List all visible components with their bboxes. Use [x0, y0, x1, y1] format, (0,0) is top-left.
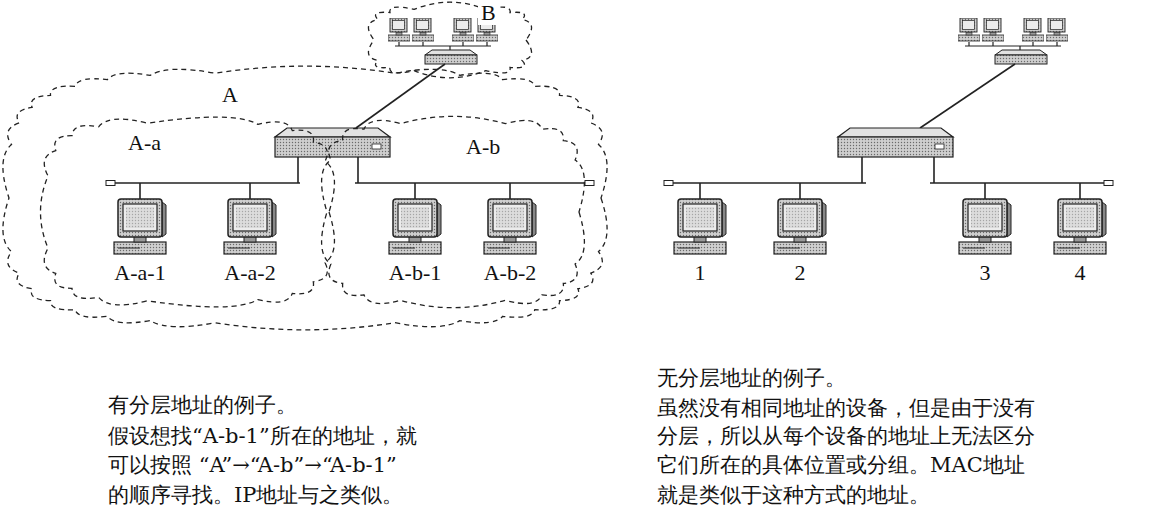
bus-wires	[664, 157, 1113, 199]
dashed-cloud-outline	[38, 114, 338, 310]
address-region: A-bA-b-1 A-b-2	[318, 114, 588, 310]
computer-icon	[670, 198, 730, 256]
hub	[425, 50, 477, 64]
caption-text: 有分层地址的例子。	[108, 392, 297, 418]
address-region: A A-aA-a-1 A-a-2 A-bA-b-1 A-b-2	[0, 64, 610, 332]
dashed-cloud-outline	[0, 64, 610, 332]
dashed-cloud-outline	[365, 0, 535, 80]
host-label: A-a-2	[224, 260, 275, 285]
computer-icon	[110, 198, 170, 256]
caption-text: 可以按照 “A”→“A-b”→“A-b-1”	[108, 452, 397, 478]
host-label: A-b-1	[389, 260, 442, 285]
bus-wires	[106, 157, 594, 199]
host-label: 2	[795, 260, 806, 285]
address-region: B	[365, 0, 535, 80]
host-computer: A-b-1	[370, 198, 460, 287]
caption-text: 虽然没有相同地址的设备，但是由于没有	[657, 395, 1035, 421]
uplink-wire	[920, 64, 1015, 128]
host-label: 4	[1075, 260, 1086, 285]
computer-icon	[955, 198, 1015, 256]
address-region: A-aA-a-1 A-a-2	[38, 114, 338, 310]
host-label: 3	[980, 260, 991, 285]
region-label: A-a	[128, 130, 161, 155]
host-computer: A-a-1	[95, 198, 185, 287]
router	[275, 128, 390, 157]
caption-text: 的顺序寻找。IP地址与之类似。	[108, 482, 403, 508]
caption-text: 它们所在的具体位置或分组。MAC地址	[657, 452, 1025, 478]
host-label: A-a-1	[114, 260, 165, 285]
computer-icon	[1050, 198, 1110, 256]
caption-text: 假设想找“A-b-1”所在的地址，就	[108, 423, 417, 449]
computer-icon	[220, 198, 280, 256]
computer-icon	[385, 198, 445, 256]
dashed-cloud-outline	[318, 114, 588, 310]
uplink-wire	[356, 64, 445, 128]
host-label: A-b-2	[484, 260, 537, 285]
router	[838, 128, 953, 157]
dashed-cloud-outline	[41, 117, 335, 307]
host-computer: 3	[940, 198, 1030, 287]
region-label: B	[478, 0, 499, 25]
host-label: 1	[695, 260, 706, 285]
region-label: A	[222, 82, 238, 107]
small-computers	[958, 18, 1068, 50]
computer-icon	[770, 198, 830, 256]
host-computer: A-a-2	[205, 198, 295, 287]
host-computer: 1	[655, 198, 745, 287]
host-computer: 4	[1035, 198, 1125, 287]
caption-text: 就是类似于这种方式的地址。	[657, 482, 930, 508]
host-computer: A-b-2	[465, 198, 555, 287]
caption-text: 分层，所以从每个设备的地址上无法区分	[657, 423, 1035, 449]
region-label: A-b	[466, 134, 500, 159]
dashed-cloud-outline	[322, 116, 585, 307]
computer-icon	[480, 198, 540, 256]
hub	[995, 50, 1047, 64]
dashed-cloud-outline	[368, 2, 531, 78]
caption-text: 无分层地址的例子。	[657, 365, 846, 391]
host-computer: 2	[755, 198, 845, 287]
dashed-cloud-outline	[3, 66, 607, 330]
